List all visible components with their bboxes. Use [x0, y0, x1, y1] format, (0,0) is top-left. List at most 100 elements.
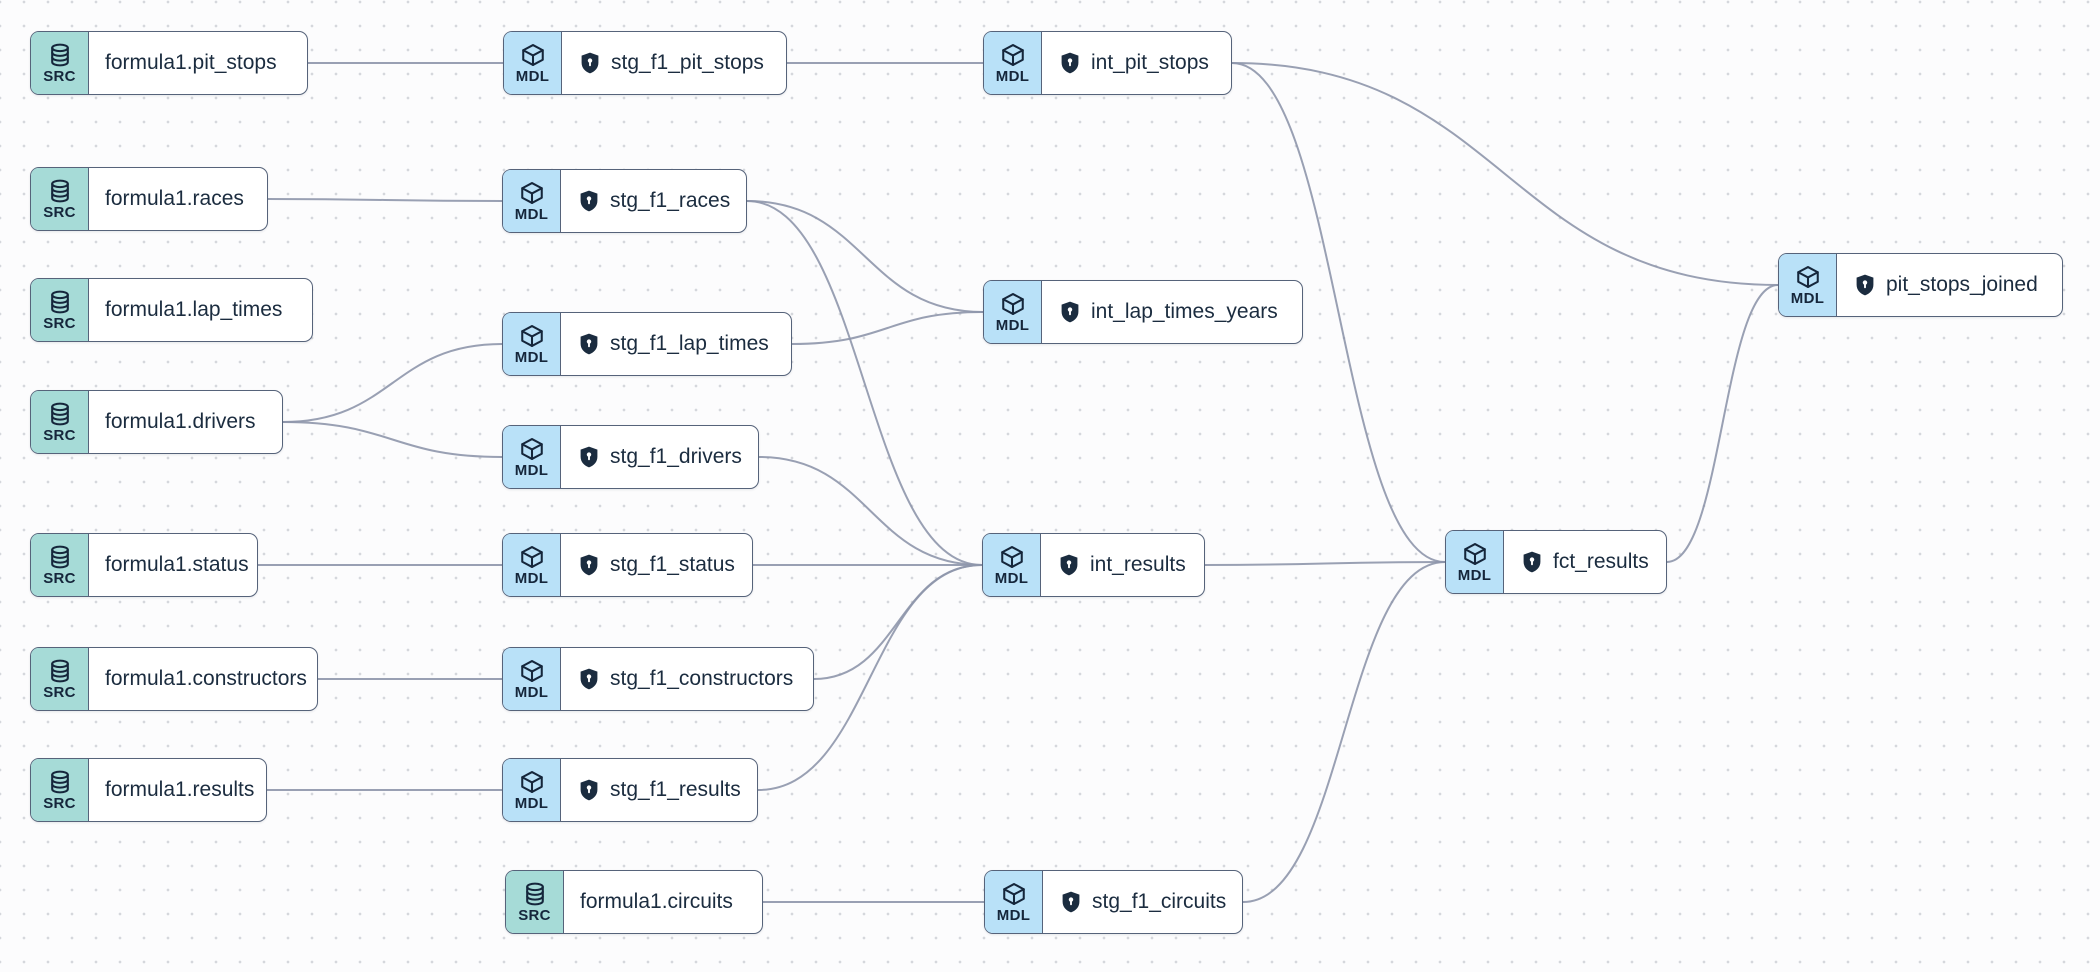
node-label: stg_f1_constructors	[610, 667, 794, 690]
cube-icon	[1001, 881, 1027, 907]
node-int_lap_times_years[interactable]: MDL int_lap_times_years	[983, 280, 1303, 344]
node-stg_f1_constructors[interactable]: MDL stg_f1_constructors	[502, 647, 814, 711]
shield-icon	[577, 332, 601, 356]
node-type-badge: SRC	[506, 871, 564, 933]
node-label: int_results	[1090, 553, 1186, 576]
node-formula1.pit_stops[interactable]: SRC formula1.pit_stops	[30, 31, 308, 95]
node-label: formula1.races	[105, 187, 244, 210]
cube-icon	[519, 769, 545, 795]
node-body: formula1.drivers	[89, 391, 282, 453]
edge-stg_constructors-to-int_results	[813, 564, 983, 680]
cube-icon	[1000, 291, 1026, 317]
node-type-badge: MDL	[503, 426, 561, 488]
node-body: formula1.races	[89, 168, 267, 230]
node-formula1.races[interactable]: SRC formula1.races	[30, 167, 268, 231]
shield-icon	[1058, 51, 1082, 75]
node-formula1.lap_times[interactable]: SRC formula1.lap_times	[30, 278, 313, 342]
node-stg_f1_pit_stops[interactable]: MDL stg_f1_pit_stops	[503, 31, 787, 95]
node-body: stg_f1_races	[561, 170, 746, 232]
node-int_pit_stops[interactable]: MDL int_pit_stops	[983, 31, 1232, 95]
node-stg_f1_results[interactable]: MDL stg_f1_results	[502, 758, 758, 822]
node-stg_f1_circuits[interactable]: MDL stg_f1_circuits	[984, 870, 1243, 934]
edge-fct_results-to-pit_stops_joined	[1666, 284, 1779, 563]
node-body: stg_f1_drivers	[561, 426, 758, 488]
node-body: formula1.pit_stops	[89, 32, 307, 94]
node-stg_f1_lap_times[interactable]: MDL stg_f1_lap_times	[502, 312, 792, 376]
node-label: stg_f1_status	[610, 553, 735, 576]
node-label: formula1.pit_stops	[105, 51, 277, 74]
shield-icon	[1853, 273, 1877, 297]
database-icon	[47, 178, 73, 204]
node-type-badge: SRC	[31, 168, 89, 230]
database-icon	[522, 881, 548, 907]
node-label: formula1.lap_times	[105, 298, 283, 321]
node-type-label: MDL	[995, 316, 1030, 334]
shield-icon	[577, 189, 601, 213]
shield-icon	[1058, 300, 1082, 324]
node-type-label: MDL	[514, 205, 549, 223]
cube-icon	[519, 436, 545, 462]
shield-icon	[577, 445, 601, 469]
node-body: stg_f1_results	[561, 759, 757, 821]
node-label: stg_f1_drivers	[610, 445, 742, 468]
node-body: formula1.status	[89, 534, 265, 596]
node-type-label: SRC	[43, 426, 76, 444]
cube-icon	[520, 42, 546, 68]
node-type-badge: MDL	[504, 32, 562, 94]
edge-src_drivers-to-stg_lap_times	[282, 343, 503, 423]
shield-icon	[1520, 550, 1544, 574]
database-icon	[47, 289, 73, 315]
node-type-badge: MDL	[503, 534, 561, 596]
database-icon	[47, 658, 73, 684]
node-formula1.circuits[interactable]: SRC formula1.circuits	[505, 870, 763, 934]
node-fct_results[interactable]: MDL fct_results	[1445, 530, 1667, 594]
node-type-badge: MDL	[984, 32, 1042, 94]
node-type-badge: MDL	[503, 170, 561, 232]
node-label: formula1.status	[105, 553, 249, 576]
node-type-label: SRC	[43, 569, 76, 587]
cube-icon	[519, 544, 545, 570]
node-type-badge: MDL	[985, 871, 1043, 933]
cube-icon	[1000, 42, 1026, 68]
node-label: formula1.circuits	[580, 890, 733, 913]
node-label: formula1.constructors	[105, 667, 307, 690]
node-stg_f1_status[interactable]: MDL stg_f1_status	[502, 533, 753, 597]
node-type-label: SRC	[43, 683, 76, 701]
edge-src_drivers-to-stg_drivers	[282, 421, 503, 458]
node-type-badge: SRC	[31, 534, 89, 596]
edge-stg_lap_times-to-int_lap_times_years	[791, 311, 984, 345]
node-type-label: SRC	[43, 67, 76, 85]
shield-icon	[1057, 553, 1081, 577]
node-type-label: MDL	[1457, 566, 1492, 584]
node-body: int_pit_stops	[1042, 32, 1231, 94]
edge-stg_races-to-int_lap_times_years	[746, 200, 984, 313]
node-stg_f1_races[interactable]: MDL stg_f1_races	[502, 169, 747, 233]
node-type-badge: SRC	[31, 391, 89, 453]
node-formula1.constructors[interactable]: SRC formula1.constructors	[30, 647, 318, 711]
node-type-label: MDL	[514, 683, 549, 701]
cube-icon	[1462, 541, 1488, 567]
node-label: stg_f1_circuits	[1092, 890, 1227, 913]
node-stg_f1_drivers[interactable]: MDL stg_f1_drivers	[502, 425, 759, 489]
node-formula1.status[interactable]: SRC formula1.status	[30, 533, 258, 597]
node-body: formula1.lap_times	[89, 279, 312, 341]
node-type-label: SRC	[43, 314, 76, 332]
node-pit_stops_joined[interactable]: MDL pit_stops_joined	[1778, 253, 2063, 317]
node-type-badge: MDL	[983, 534, 1041, 596]
node-body: int_lap_times_years	[1042, 281, 1302, 343]
node-type-label: MDL	[994, 569, 1029, 587]
node-formula1.drivers[interactable]: SRC formula1.drivers	[30, 390, 283, 454]
node-body: stg_f1_circuits	[1043, 871, 1242, 933]
node-body: formula1.circuits	[564, 871, 762, 933]
node-body: pit_stops_joined	[1837, 254, 2062, 316]
node-type-badge: SRC	[31, 32, 89, 94]
node-formula1.results[interactable]: SRC formula1.results	[30, 758, 267, 822]
node-type-label: SRC	[43, 203, 76, 221]
node-type-label: MDL	[996, 906, 1031, 924]
cube-icon	[519, 323, 545, 349]
node-body: stg_f1_status	[561, 534, 752, 596]
node-int_results[interactable]: MDL int_results	[982, 533, 1205, 597]
cube-icon	[1795, 264, 1821, 290]
